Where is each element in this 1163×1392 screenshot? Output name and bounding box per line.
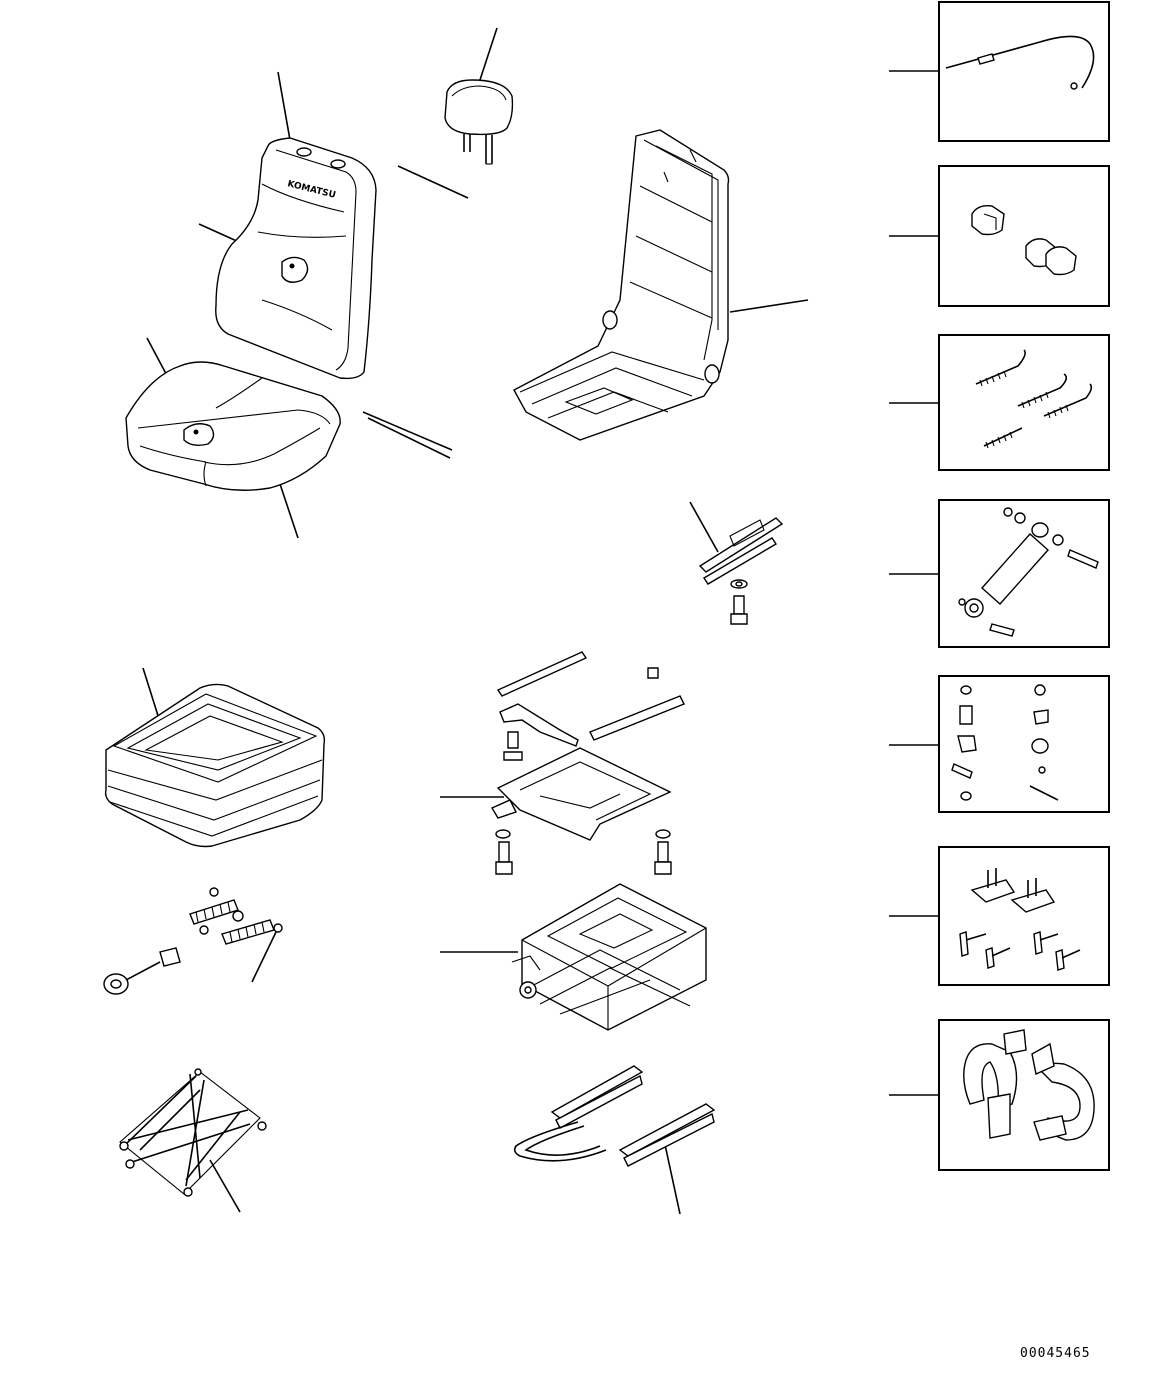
leader-line-slide-rail [663,1139,681,1215]
headrest-part [444,79,514,165]
detail-box-cable [938,1,1110,142]
spring-kit-part [103,887,283,995]
backrest-cover-part: KOMATSU [215,137,377,380]
cushion-foam-patch [183,423,215,447]
leader-line-seat-frame [729,299,809,313]
detail-box-stoppers [938,165,1110,307]
leader-line-bellows [142,667,161,723]
backrest-foam-patch [281,256,309,283]
bellows-part [104,683,326,848]
leader-line-scissor-link [209,1159,241,1213]
scissor-link-part [119,1068,267,1197]
leader-line-cushion-explode [362,411,453,451]
leader-line-rail-bracket [689,501,719,553]
bracket-assembly-part [490,651,685,875]
drawing-number: 00045465 [1020,1346,1091,1361]
detail-box-clips [938,846,1110,986]
leader-line-cushion-explode-2 [367,417,451,459]
detail-box-damper [938,499,1110,648]
suspension-unit-part [511,883,707,1031]
leader-line-backrest-cover [277,71,291,141]
leader-line-spring-kit [251,931,277,983]
detail-box-small-parts [938,675,1110,813]
slide-rail-part [513,1065,716,1167]
leader-line-cushion-cover [277,477,299,539]
detail-box-seatbelt [938,1019,1110,1171]
leader-line-headrest [477,27,498,87]
seat-frame-part [513,129,730,441]
seat-cushion-part [125,361,341,491]
leader-line-backrest-explode [397,165,469,199]
rail-bracket-part [698,517,784,625]
detail-box-springs [938,334,1110,471]
